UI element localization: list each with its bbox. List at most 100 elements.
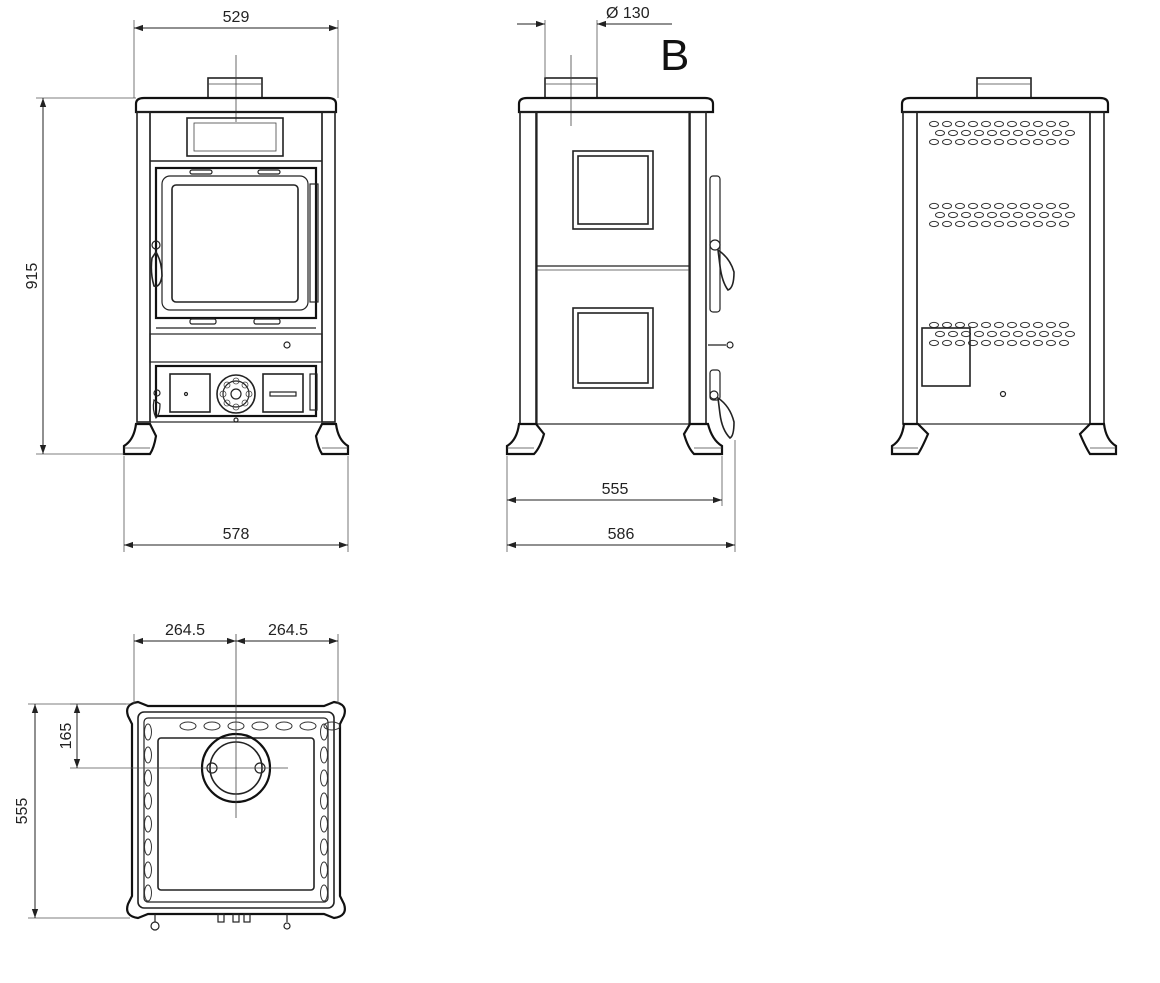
top-vent-slot xyxy=(323,721,341,731)
rear-vent-slot xyxy=(1007,321,1017,329)
rear-top-plate xyxy=(900,96,1110,114)
top-vent-slot xyxy=(320,723,328,741)
rear-vent-slot xyxy=(1039,129,1049,137)
rear-vent-slot xyxy=(1065,330,1075,338)
side-right-foot xyxy=(682,422,724,456)
rear-vent-slot xyxy=(1059,120,1069,128)
front-top-plate xyxy=(134,96,338,114)
rear-vent-slot xyxy=(948,129,958,137)
front-ash-door xyxy=(154,364,318,418)
rear-vent-slot xyxy=(948,330,958,338)
rear-vent-slot xyxy=(1046,321,1056,329)
rear-vent-slot xyxy=(968,220,978,228)
front-air-valve xyxy=(216,374,256,414)
rear-vent-slot xyxy=(942,120,952,128)
top-vent-slots xyxy=(144,721,341,902)
rear-left-foot xyxy=(890,422,930,456)
rear-vent-slot xyxy=(1046,339,1056,347)
rear-vent-slot xyxy=(1020,138,1030,146)
rear-vent-slot xyxy=(1007,120,1017,128)
rear-vent-slot xyxy=(929,220,939,228)
top-vent-slot xyxy=(320,838,328,856)
rear-vent-slot xyxy=(994,339,1004,347)
rear-vent-slot xyxy=(1013,211,1023,219)
rear-flue-collar xyxy=(976,77,1032,99)
side-upper-window xyxy=(572,150,654,230)
dim-flue-diameter-label: Ø 130 xyxy=(606,5,650,22)
dim-top-left-offset-label: 264.5 xyxy=(165,622,205,639)
rear-vent-slot xyxy=(955,138,965,146)
top-vent-slot xyxy=(203,721,221,731)
rear-vent-slot xyxy=(1052,330,1062,338)
top-vent-slot xyxy=(320,769,328,787)
rear-vent-slot xyxy=(961,211,971,219)
rear-vent-slot xyxy=(1052,211,1062,219)
dim-side-depth-body-label: 555 xyxy=(602,481,629,498)
rear-vent-slot xyxy=(994,220,1004,228)
dim-side-depth-total-label: 586 xyxy=(608,526,635,543)
top-vent-slot xyxy=(144,792,152,810)
top-vent-slot xyxy=(144,815,152,833)
rear-vent-slot xyxy=(1007,220,1017,228)
top-view: 264.5 264.5 165 555 xyxy=(14,622,346,931)
rear-vent-slot xyxy=(987,211,997,219)
top-vent-slot xyxy=(179,721,197,731)
rear-vent-slot xyxy=(929,120,939,128)
rear-vent-slot xyxy=(1020,339,1030,347)
rear-vent-slot xyxy=(955,202,965,210)
rear-vent-slot xyxy=(1026,330,1036,338)
side-top-plate xyxy=(517,96,715,114)
top-vent-slot xyxy=(144,838,152,856)
rear-vent-slot xyxy=(1059,202,1069,210)
rear-vent-slot xyxy=(1020,220,1030,228)
rear-vent-slot xyxy=(1020,120,1030,128)
rear-view xyxy=(890,77,1118,456)
rear-vent-slot xyxy=(1046,220,1056,228)
rear-vent-slot xyxy=(987,330,997,338)
top-vent-slot xyxy=(144,769,152,787)
rear-vent-slot xyxy=(942,138,952,146)
rear-vent-slot xyxy=(935,211,945,219)
view-label-b: B xyxy=(660,31,689,80)
rear-vent-slot xyxy=(1065,211,1075,219)
side-panel xyxy=(536,111,690,425)
rear-vent-slot xyxy=(1059,138,1069,146)
rear-vent-slot xyxy=(1000,129,1010,137)
front-left-foot xyxy=(122,422,158,456)
rear-vent-slot xyxy=(1052,129,1062,137)
rear-vent-slot xyxy=(968,321,978,329)
rear-vent-slot xyxy=(1033,339,1043,347)
rear-vent-slot xyxy=(942,339,952,347)
top-vent-slot xyxy=(320,861,328,879)
rear-vent-slot xyxy=(968,120,978,128)
rear-vent-slot xyxy=(994,138,1004,146)
rear-vent-slot xyxy=(1020,321,1030,329)
rear-vent-slot xyxy=(1065,129,1075,137)
rear-vent-slot xyxy=(942,321,952,329)
rear-vent-slot xyxy=(981,120,991,128)
rear-vent-slot xyxy=(955,321,965,329)
front-view: 529 915 578 xyxy=(24,9,350,552)
rear-vent-slot xyxy=(968,202,978,210)
rear-vent-slot xyxy=(981,138,991,146)
side-left-foot xyxy=(505,422,546,456)
rear-vent-slot xyxy=(994,120,1004,128)
rear-vent-slot xyxy=(1046,202,1056,210)
rear-vent-slot xyxy=(1007,202,1017,210)
rear-vent-slot xyxy=(1013,129,1023,137)
front-right-foot xyxy=(314,422,350,456)
side-lower-window xyxy=(572,307,654,389)
rear-vent-slot xyxy=(1046,138,1056,146)
rear-vent-slot xyxy=(948,211,958,219)
rear-vent-slot xyxy=(929,138,939,146)
rear-vent-slot xyxy=(955,339,965,347)
side-door-handle xyxy=(716,248,735,291)
top-vent-slot xyxy=(320,746,328,764)
rear-vent-slot xyxy=(942,202,952,210)
rear-vent-slot xyxy=(981,220,991,228)
rear-vent-slot xyxy=(974,211,984,219)
rear-vent-slot xyxy=(1033,138,1043,146)
rear-vent-slot xyxy=(1046,120,1056,128)
